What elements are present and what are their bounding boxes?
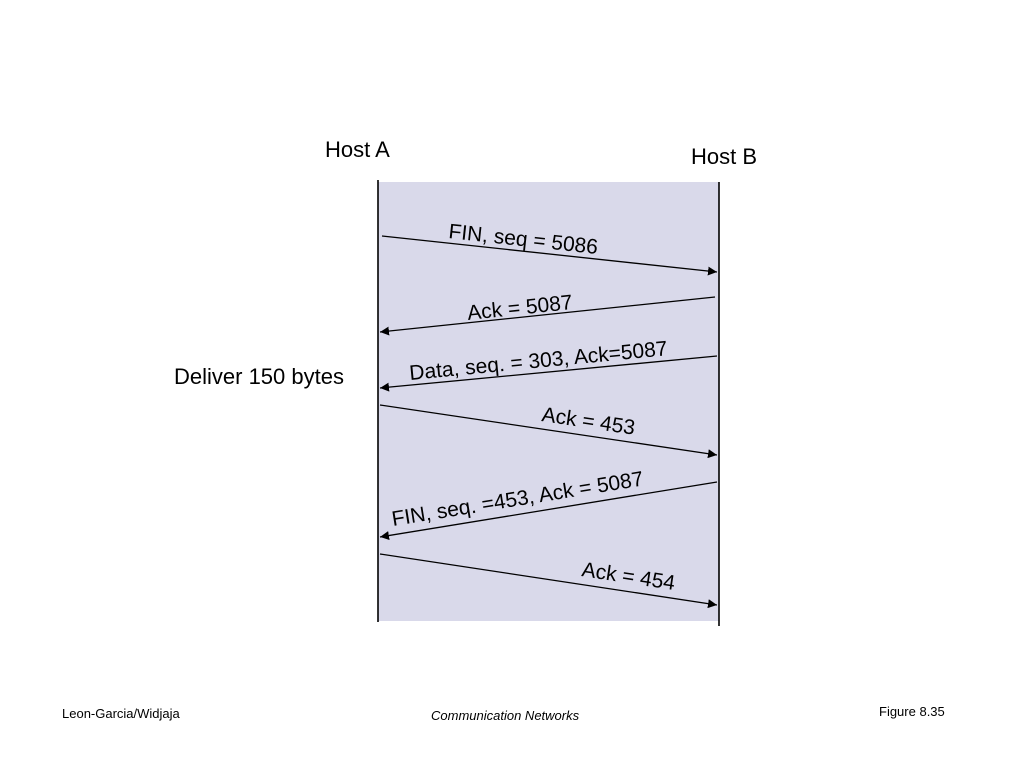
footer-author: Leon-Garcia/Widjaja — [62, 706, 180, 721]
deliver-note: Deliver 150 bytes — [174, 364, 344, 389]
message-1-arrow — [381, 235, 718, 276]
footer-book-title: Communication Networks — [431, 708, 580, 723]
message-3-arrow — [379, 355, 718, 392]
host-a-label: Host A — [325, 137, 390, 162]
host-b-label: Host B — [691, 144, 757, 169]
message-6-arrow — [379, 553, 718, 609]
message-5-arrow — [379, 481, 718, 540]
channel-background — [378, 182, 719, 621]
footer-figure-number: Figure 8.35 — [879, 704, 945, 719]
message-4-arrow — [379, 404, 718, 459]
message-2-arrow — [379, 296, 716, 336]
